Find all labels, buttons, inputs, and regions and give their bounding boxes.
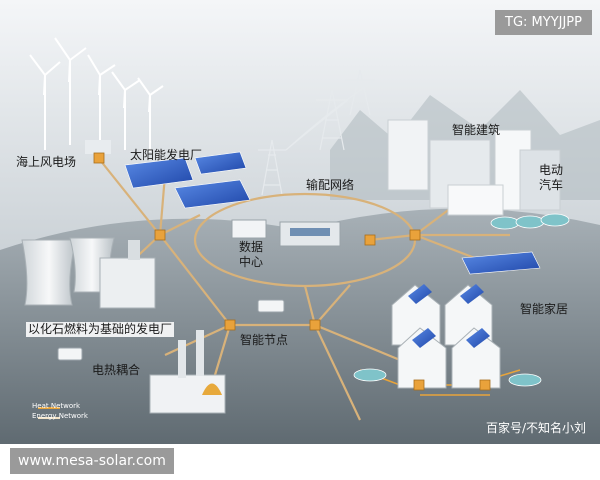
smart-node-device — [57, 299, 285, 361]
legend-energy-label: Energy Network — [32, 412, 88, 420]
label-ev: 电动汽车 — [539, 163, 564, 192]
fossil-power-plant — [21, 237, 156, 309]
electric-cars — [353, 213, 570, 387]
label-smart-building: 智能建筑 — [452, 123, 501, 137]
label-smart-node: 智能节点 — [240, 333, 289, 347]
smart-nodes — [93, 152, 491, 391]
data-center — [231, 219, 341, 247]
smart-buildings — [387, 119, 561, 216]
label-transmission: 输配网络 — [306, 178, 355, 192]
substation-wind — [85, 140, 111, 154]
label-smart-home: 智能家居 — [520, 302, 569, 316]
solar-plant-panels — [124, 151, 251, 209]
home-panels — [461, 251, 541, 275]
chp-plant — [149, 330, 226, 414]
top-watermark-badge: TG: MYYJJPP — [495, 10, 592, 35]
label-chp: 电热耦合 — [92, 363, 141, 377]
label-fossil-plant: 以化石燃料为基础的发电厂 — [26, 322, 175, 337]
label-data-center: 数据中心 — [238, 240, 263, 269]
smart-homes — [391, 284, 501, 389]
transmission-towers — [258, 69, 376, 196]
label-offshore-wind: 海上风电场 — [16, 155, 77, 169]
legend-heat-label: Heat Network — [32, 402, 81, 410]
wind-turbines — [29, 37, 164, 152]
credit-watermark: 百家号/不知名小刘 — [485, 421, 586, 435]
site-watermark-badge: www.mesa-solar.com — [10, 448, 174, 474]
label-solar-plant: 太阳能发电厂 — [130, 148, 203, 162]
